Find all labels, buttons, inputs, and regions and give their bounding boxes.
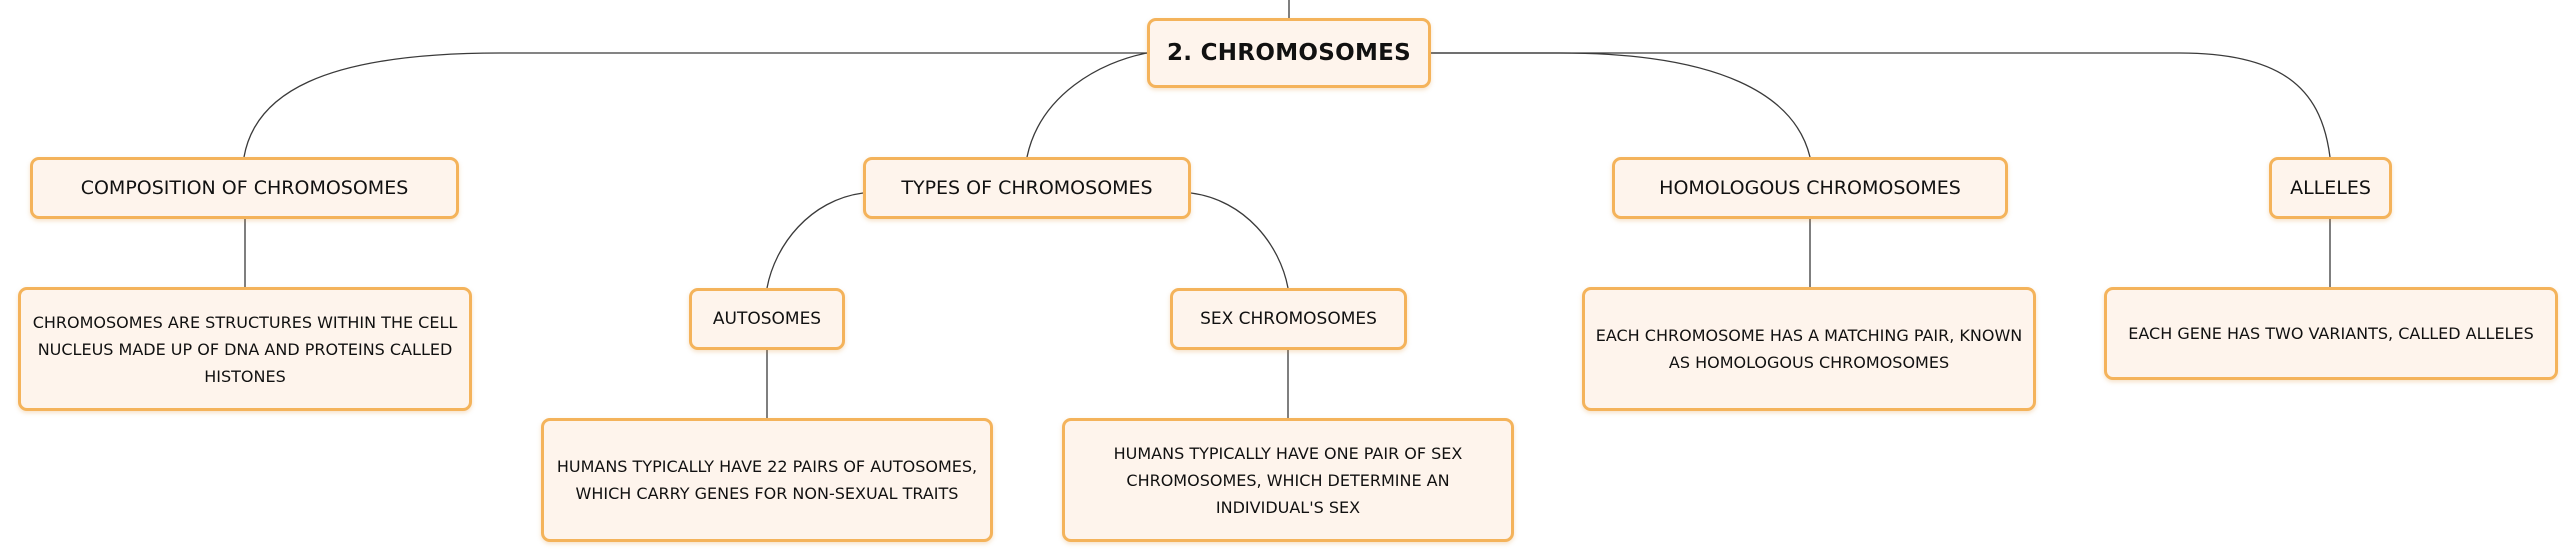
subtopic-sex-chromosomes[interactable]: SEX CHROMOSOMES: [1170, 288, 1407, 350]
central-topic-node[interactable]: 2. CHROMOSOMES: [1147, 18, 1431, 88]
subtopic-autosomes[interactable]: AUTOSOMES: [689, 288, 845, 350]
topic-alleles[interactable]: ALLELES: [2269, 157, 2392, 219]
subtopic-text: EACH CHROMOSOME HAS A MATCHING PAIR, KNO…: [1595, 326, 2023, 372]
connector-types-sex: [1190, 192, 1289, 289]
topic-composition-of-chromosomes[interactable]: COMPOSITION OF CHROMOSOMES: [30, 157, 459, 219]
subtopic-text: CHROMOSOMES ARE STRUCTURES WITHIN THE CE…: [32, 312, 458, 386]
connector-central-types: [1026, 52, 1148, 158]
connector-central-alleles: [1431, 52, 2331, 158]
subtopic-composition-detail[interactable]: CHROMOSOMES ARE STRUCTURES WITHIN THE CE…: [18, 287, 472, 411]
topic-label: TYPES OF CHROMOSOMES: [901, 177, 1153, 199]
subtopic-autosomes-detail[interactable]: HUMANS TYPICALLY HAVE 22 PAIRS OF AUTOSO…: [541, 418, 993, 542]
central-topic-label: 2. CHROMOSOMES: [1166, 40, 1412, 66]
subtopic-text: HUMANS TYPICALLY HAVE ONE PAIR OF SEX CH…: [1113, 443, 1463, 517]
subtopic-alleles-detail[interactable]: EACH GENE HAS TWO VARIANTS, CALLED ALLEL…: [2104, 287, 2558, 380]
subtopic-text: EACH GENE HAS TWO VARIANTS, CALLED ALLEL…: [2128, 324, 2534, 343]
topic-label: ALLELES: [2290, 177, 2371, 199]
topic-homologous-chromosomes[interactable]: HOMOLOGOUS CHROMOSOMES: [1612, 157, 2008, 219]
subtopic-label: SEX CHROMOSOMES: [1200, 309, 1377, 329]
connector-central-composition: [243, 52, 1147, 158]
topic-types-of-chromosomes[interactable]: TYPES OF CHROMOSOMES: [863, 157, 1191, 219]
topic-label: COMPOSITION OF CHROMOSOMES: [80, 177, 409, 199]
subtopic-sex-chromosomes-detail[interactable]: HUMANS TYPICALLY HAVE ONE PAIR OF SEX CH…: [1062, 418, 1514, 542]
topic-label: HOMOLOGOUS CHROMOSOMES: [1659, 177, 1961, 199]
subtopic-text: HUMANS TYPICALLY HAVE 22 PAIRS OF AUTOSO…: [556, 457, 978, 503]
subtopic-label: AUTOSOMES: [712, 309, 822, 329]
subtopic-homologous-detail[interactable]: EACH CHROMOSOME HAS A MATCHING PAIR, KNO…: [1582, 287, 2036, 411]
connector-types-autosomes: [766, 192, 864, 289]
connector-central-homologous: [1431, 52, 1811, 158]
